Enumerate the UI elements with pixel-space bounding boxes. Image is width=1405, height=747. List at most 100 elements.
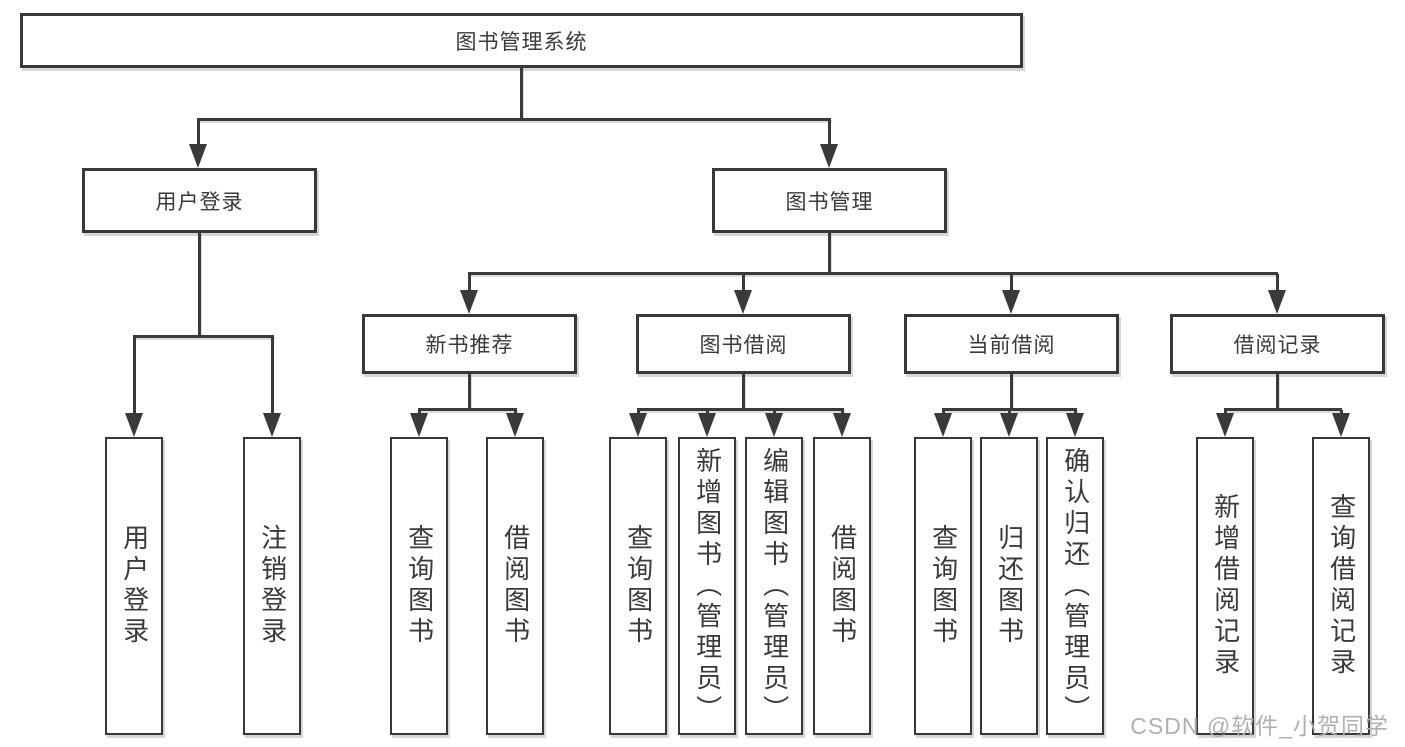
arrow-stem: [1009, 274, 1013, 290]
arrow-stem: [513, 410, 517, 413]
node-new-book-recommend: 新书推荐: [362, 314, 577, 374]
arrow-down-icon: [734, 274, 752, 314]
node-borrowing-records-label: 借阅记录: [1233, 334, 1322, 357]
connector-recommend-bus: [418, 408, 517, 411]
leaf-query-books-borrowing: 查询图书: [609, 437, 667, 735]
node-root-label: 图书管理系统: [455, 30, 588, 54]
arrow-stem: [840, 410, 844, 413]
leaf-logout-label: 注销登录: [257, 524, 288, 648]
arrow-stem: [1007, 410, 1011, 413]
arrow-tip: [1002, 290, 1020, 314]
leaf-query-books-recommend: 查询图书: [390, 437, 448, 735]
arrow-stem: [1275, 274, 1279, 290]
leaf-borrow-books-recommend: 借阅图书: [486, 437, 544, 735]
node-book-management-label: 图书管理: [785, 190, 874, 214]
connector-borrowing-drop: [742, 374, 745, 410]
arrow-down-icon: [460, 274, 478, 314]
arrow-tip: [506, 413, 524, 437]
node-user-login-label: 用户登录: [155, 190, 244, 214]
leaf-user-login-label: 用户登录: [119, 524, 150, 648]
arrow-down-icon: [820, 120, 838, 168]
arrow-tip: [698, 413, 716, 437]
node-root: 图书管理系统: [20, 13, 1023, 68]
leaf-query-books-current: 查询图书: [914, 437, 972, 735]
leaf-query-borrow-record-label: 查询借阅记录: [1326, 493, 1357, 679]
node-user-login: 用户登录: [82, 168, 317, 233]
leaf-borrow-books-borrowing-label: 借阅图书: [827, 524, 858, 648]
leaf-query-books-borrowing-label: 查询图书: [623, 524, 654, 648]
arrow-down-icon: [1268, 274, 1286, 314]
arrow-tip: [263, 413, 281, 437]
arrow-stem: [1223, 410, 1227, 413]
arrow-tip: [189, 144, 207, 168]
connector-borrowing-bus: [637, 408, 844, 411]
leaf-borrow-books-borrowing: 借阅图书: [813, 437, 871, 735]
leaf-query-books-current-label: 查询图书: [928, 524, 959, 648]
arrow-tip: [765, 413, 783, 437]
arrow-stem: [467, 274, 471, 290]
arrow-down-icon: [506, 410, 524, 437]
arrow-tip: [820, 144, 838, 168]
connector-current-bus: [942, 408, 1077, 411]
connector-root-bus: [197, 118, 831, 121]
arrow-down-icon: [698, 410, 716, 437]
arrow-tip: [629, 413, 647, 437]
leaf-query-borrow-record: 查询借阅记录: [1312, 437, 1370, 735]
arrow-stem: [132, 337, 136, 413]
arrow-down-icon: [1332, 410, 1350, 437]
connector-user-login-drop: [198, 233, 201, 337]
leaf-query-books-recommend-label: 查询图书: [404, 524, 435, 648]
connector-recommend-drop: [468, 374, 471, 410]
arrow-tip: [1066, 413, 1084, 437]
leaf-add-books-admin: 新增图书（管理员）: [678, 437, 736, 735]
arrow-down-icon: [189, 120, 207, 168]
arrow-stem: [741, 274, 745, 290]
leaf-confirm-return-admin: 确认归还（管理员）: [1046, 437, 1104, 735]
csdn-watermark: CSDN @软件_小贺同学: [1130, 713, 1389, 739]
arrow-stem: [196, 120, 200, 144]
arrow-tip: [460, 290, 478, 314]
connector-records-bus: [1224, 408, 1342, 411]
node-current-borrowing-label: 当前借阅: [967, 334, 1056, 357]
arrow-stem: [827, 120, 831, 144]
arrow-down-icon: [765, 410, 783, 437]
arrow-down-icon: [934, 410, 952, 437]
arrow-tip: [1268, 290, 1286, 314]
arrow-down-icon: [629, 410, 647, 437]
arrow-down-icon: [125, 337, 143, 437]
node-current-borrowing: 当前借阅: [904, 314, 1119, 374]
node-book-borrowing-label: 图书借阅: [699, 334, 788, 357]
arrow-stem: [941, 410, 945, 413]
arrow-stem: [705, 410, 709, 413]
leaf-edit-books-admin: 编辑图书（管理员）: [745, 437, 803, 735]
connector-user-login-bus: [133, 335, 274, 338]
arrow-tip: [1332, 413, 1350, 437]
leaf-return-books-label: 归还图书: [994, 524, 1025, 648]
arrow-stem: [636, 410, 640, 413]
leaf-user-login: 用户登录: [105, 437, 163, 735]
arrow-tip: [833, 413, 851, 437]
arrow-stem: [772, 410, 776, 413]
node-borrowing-records: 借阅记录: [1170, 314, 1385, 374]
connector-current-drop: [1010, 374, 1013, 410]
arrow-stem: [417, 410, 421, 413]
arrow-stem: [1339, 410, 1343, 413]
leaf-return-books: 归还图书: [980, 437, 1038, 735]
arrow-stem: [270, 337, 274, 413]
connector-book-management-drop: [828, 233, 831, 274]
arrow-tip: [1000, 413, 1018, 437]
leaf-confirm-return-admin-label: 确认归还（管理员）: [1060, 446, 1091, 726]
arrow-down-icon: [410, 410, 428, 437]
leaf-borrow-books-recommend-label: 借阅图书: [500, 524, 531, 648]
node-book-management: 图书管理: [712, 168, 947, 233]
arrow-down-icon: [1216, 410, 1234, 437]
arrow-tip: [1216, 413, 1234, 437]
arrow-down-icon: [1066, 410, 1084, 437]
leaf-add-borrow-record: 新增借阅记录: [1196, 437, 1254, 735]
leaf-add-borrow-record-label: 新增借阅记录: [1210, 493, 1241, 679]
connector-records-drop: [1276, 374, 1279, 410]
leaf-logout: 注销登录: [243, 437, 301, 735]
arrow-tip: [734, 290, 752, 314]
leaf-add-books-admin-label: 新增图书（管理员）: [692, 446, 723, 726]
